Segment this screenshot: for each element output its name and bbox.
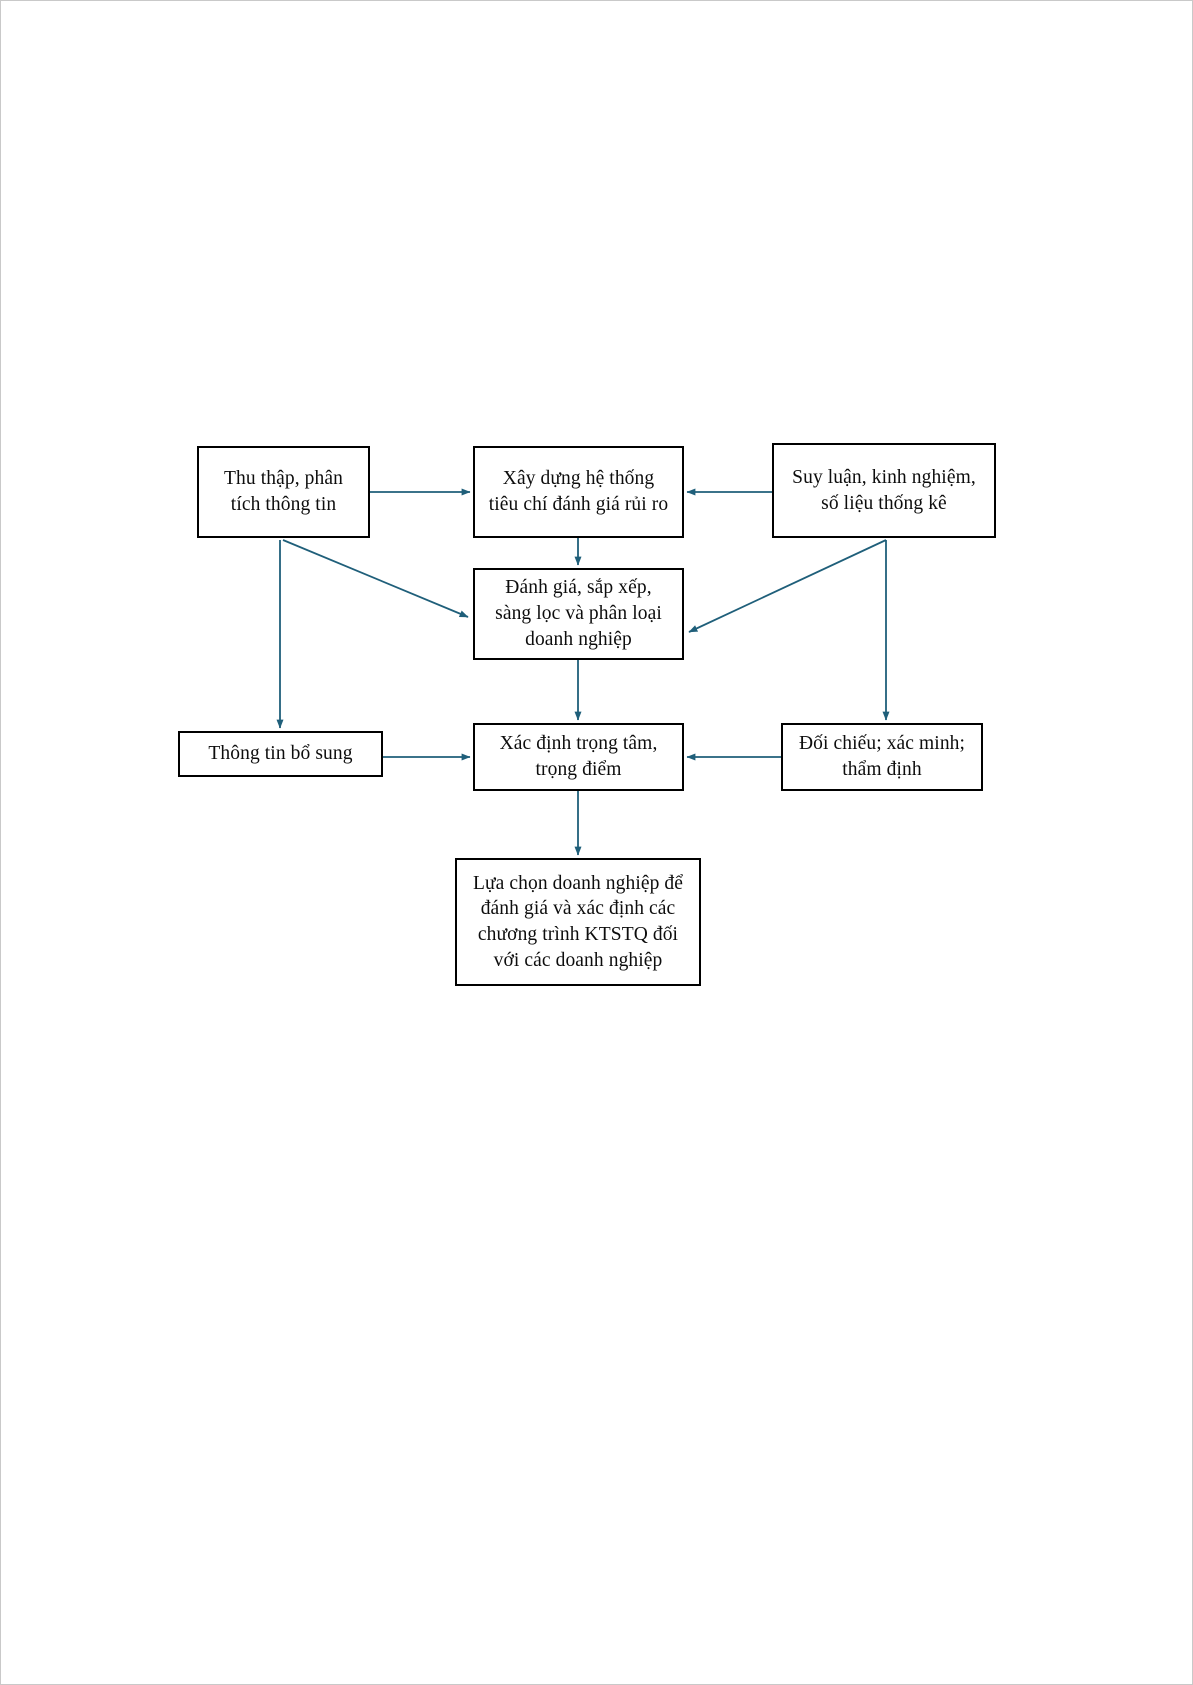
node-label: Thông tin bổ sung [208, 743, 353, 765]
node-danh-gia-sap-xep-phan-loai[interactable]: Đánh giá, sắp xếp, sàng lọc và phân loại… [473, 568, 684, 660]
node-xay-dung-he-thong-tieu-chi[interactable]: Xây dựng hệ thống tiêu chí đánh giá rủi … [473, 446, 684, 538]
node-label: Xây dựng hệ thống tiêu chí đánh giá rủi … [488, 468, 669, 515]
node-lua-chon-doanh-nghiep-ktstq[interactable]: Lựa chọn doanh nghiệp để đánh giá và xác… [455, 858, 701, 986]
node-thu-thap-phan-tich-thong-tin[interactable]: Thu thập, phân tích thông tin [197, 446, 370, 538]
node-label: Thu thập, phân tích thông tin [224, 468, 343, 515]
node-label: Suy luận, kinh nghiệm, số liệu thống kê [792, 466, 976, 514]
edge-inference-to-classify [688, 539, 887, 633]
node-thong-tin-bo-sung[interactable]: Thông tin bổ sung [178, 731, 383, 777]
node-label: Xác định trọng tâm, trọng điểm [499, 733, 658, 780]
node-label: Lựa chọn doanh nghiệp để đánh giá và xác… [472, 872, 684, 971]
node-label: Đánh giá, sắp xếp, sàng lọc và phân loại… [495, 577, 662, 650]
node-doi-chieu-xac-minh-tham-dinh[interactable]: Đối chiếu; xác minh; thẩm định [781, 723, 983, 791]
node-label: Đối chiếu; xác minh; thẩm định [798, 733, 966, 780]
node-suy-luan-kinh-nghiem[interactable]: Suy luận, kinh nghiệm, số liệu thống kê [772, 443, 996, 538]
node-xac-dinh-trong-tam-trong-diem[interactable]: Xác định trọng tâm, trọng điểm [473, 723, 684, 791]
edge-collect-to-classify [282, 539, 469, 618]
